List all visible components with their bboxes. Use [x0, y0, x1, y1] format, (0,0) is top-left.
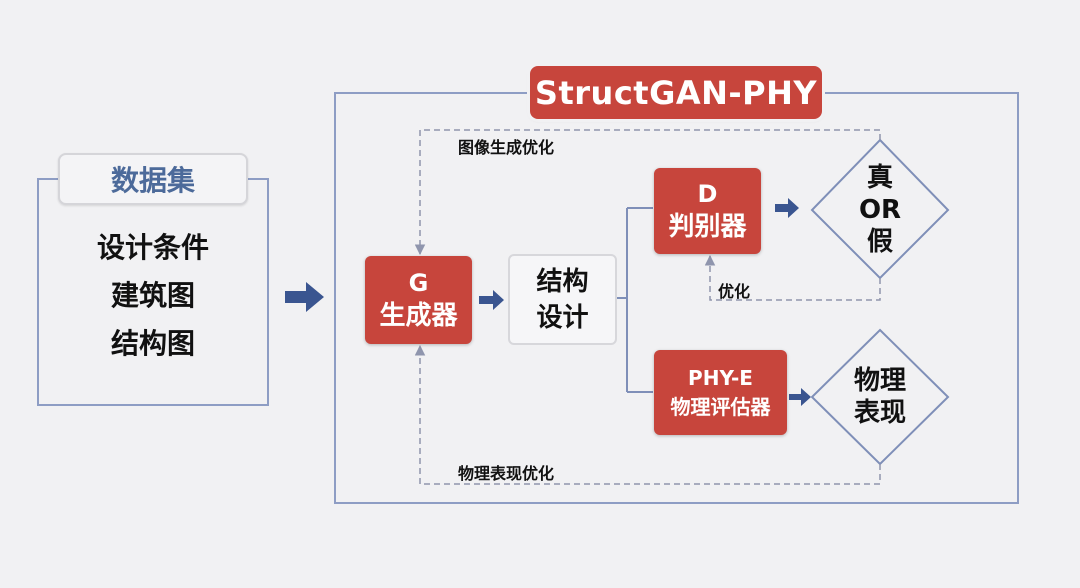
physical-optimization-feedback: [414, 344, 881, 485]
phy-evaluator-name: 物理评估器: [670, 394, 771, 419]
main-title: StructGAN-PHY: [530, 66, 822, 119]
structure-design-line2: 设计: [536, 302, 589, 333]
image-optimization-label: 图像生成优化: [458, 138, 555, 157]
discriminator-letter: D: [697, 180, 718, 208]
discriminator-optimization-feedback: [704, 254, 881, 301]
image-optimization-feedback: [414, 129, 881, 256]
real-or-fake-label: 真 OR 假: [830, 158, 930, 262]
generator-name: 生成器: [379, 301, 458, 331]
dataset-frame: [37, 178, 269, 406]
physical-performance-label: 物理 表现: [830, 362, 930, 432]
dataset-title: 数据集: [58, 153, 248, 205]
structure-design-box: 结构 设计: [508, 254, 617, 345]
dataset-item-architectural-drawing: 建筑图: [110, 279, 195, 312]
generator-letter: G: [408, 269, 429, 297]
dataset-item-list: 设计条件 建筑图 结构图: [38, 228, 268, 364]
dataset-item-design-conditions: 设计条件: [96, 231, 209, 264]
evaluator-to-performance-arrow: [789, 388, 811, 406]
structure-design-line1: 结构: [536, 266, 589, 297]
or-label: OR: [858, 195, 902, 225]
fake-label: 假: [866, 227, 893, 257]
phy-evaluator-box: PHY-E 物理评估器: [654, 350, 787, 435]
physical-optimization-label: 物理表现优化: [458, 464, 555, 483]
main-title-text: StructGAN-PHY: [534, 73, 818, 112]
physical-performance-line1: 物理: [853, 366, 906, 396]
generator-to-structure-arrow: [479, 290, 504, 310]
generator-box: G 生成器: [365, 256, 472, 344]
dataset-item-structural-drawing: 结构图: [110, 327, 195, 360]
physical-performance-line2: 表现: [853, 398, 906, 428]
discriminator-name: 判别器: [668, 212, 747, 242]
discriminator-to-judgement-arrow: [775, 198, 799, 218]
discriminator-box: D 判别器: [654, 168, 761, 254]
optimization-label: 优化: [718, 282, 751, 301]
dataset-title-text: 数据集: [110, 164, 195, 197]
main-frame: [334, 92, 1019, 504]
real-label: 真: [866, 163, 893, 193]
branch-connector: [617, 207, 653, 393]
phy-evaluator-code: PHY-E: [688, 365, 753, 390]
dataset-to-generator-arrow: [285, 282, 324, 312]
